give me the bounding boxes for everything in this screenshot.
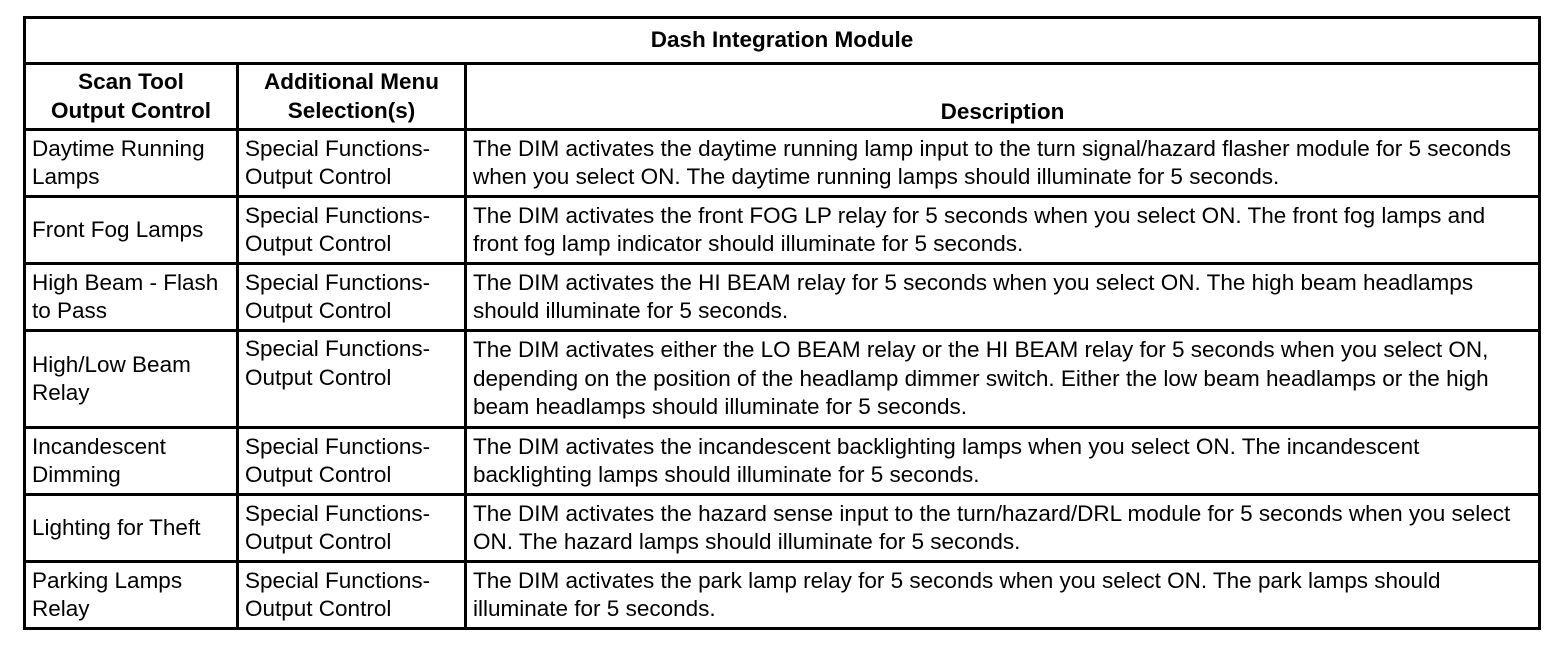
menu-selection-cell: Special Functions-Output Control xyxy=(236,128,467,198)
menu-selection-cell: Special Functions-Output Control xyxy=(236,560,467,630)
output-control-cell: High Beam - Flash to Pass xyxy=(23,262,239,332)
output-control-cell: Incandescent Dimming xyxy=(23,426,239,496)
column-header-description: Description xyxy=(463,62,1542,131)
table-row: High/Low Beam Relay Special Functions-Ou… xyxy=(23,329,1542,429)
column-header-line: Output Control xyxy=(51,97,211,123)
table-title: Dash Integration Module xyxy=(22,16,1542,65)
output-control-cell: High/Low Beam Relay xyxy=(23,329,239,429)
description-cell: The DIM activates the daytime running la… xyxy=(463,128,1542,198)
table-row: Front Fog Lamps Special Functions-Output… xyxy=(23,195,1542,265)
column-header-line: Scan Tool xyxy=(78,69,184,94)
table-row: Lighting for Theft Special Functions-Out… xyxy=(23,493,1542,563)
output-control-cell: Lighting for Theft xyxy=(23,493,239,563)
description-cell: The DIM activates the park lamp relay fo… xyxy=(463,560,1542,630)
column-header-line: Selection(s) xyxy=(287,97,416,123)
table-row: Incandescent Dimming Special Functions-O… xyxy=(23,426,1542,496)
menu-selection-cell: Special Functions-Output Control xyxy=(236,426,467,496)
description-cell: The DIM activates the hazard sense input… xyxy=(463,493,1542,563)
table-row: Daytime Running Lamps Special Functions-… xyxy=(23,128,1542,198)
table-row: Parking Lamps Relay Special Functions-Ou… xyxy=(23,560,1542,630)
menu-selection-cell: Special Functions-Output Control xyxy=(236,262,467,332)
column-header-line: Additional Menu xyxy=(264,69,439,94)
output-control-cell: Front Fog Lamps xyxy=(23,195,239,265)
description-cell: The DIM activates the HI BEAM relay for … xyxy=(463,262,1542,332)
menu-selection-cell: Special Functions-Output Control xyxy=(236,493,467,563)
description-cell: The DIM activates the front FOG LP relay… xyxy=(463,195,1542,265)
output-control-cell: Parking Lamps Relay xyxy=(23,560,239,630)
menu-selection-cell: Special Functions-Output Control xyxy=(236,195,467,265)
description-cell: The DIM activates either the LO BEAM rel… xyxy=(463,329,1542,429)
menu-selection-cell: Special Functions-Output Control xyxy=(236,329,467,429)
table-row: High Beam - Flash to Pass Special Functi… xyxy=(23,262,1542,332)
output-control-cell: Daytime Running Lamps xyxy=(23,128,239,198)
description-cell: The DIM activates the incandescent backl… xyxy=(463,426,1542,496)
